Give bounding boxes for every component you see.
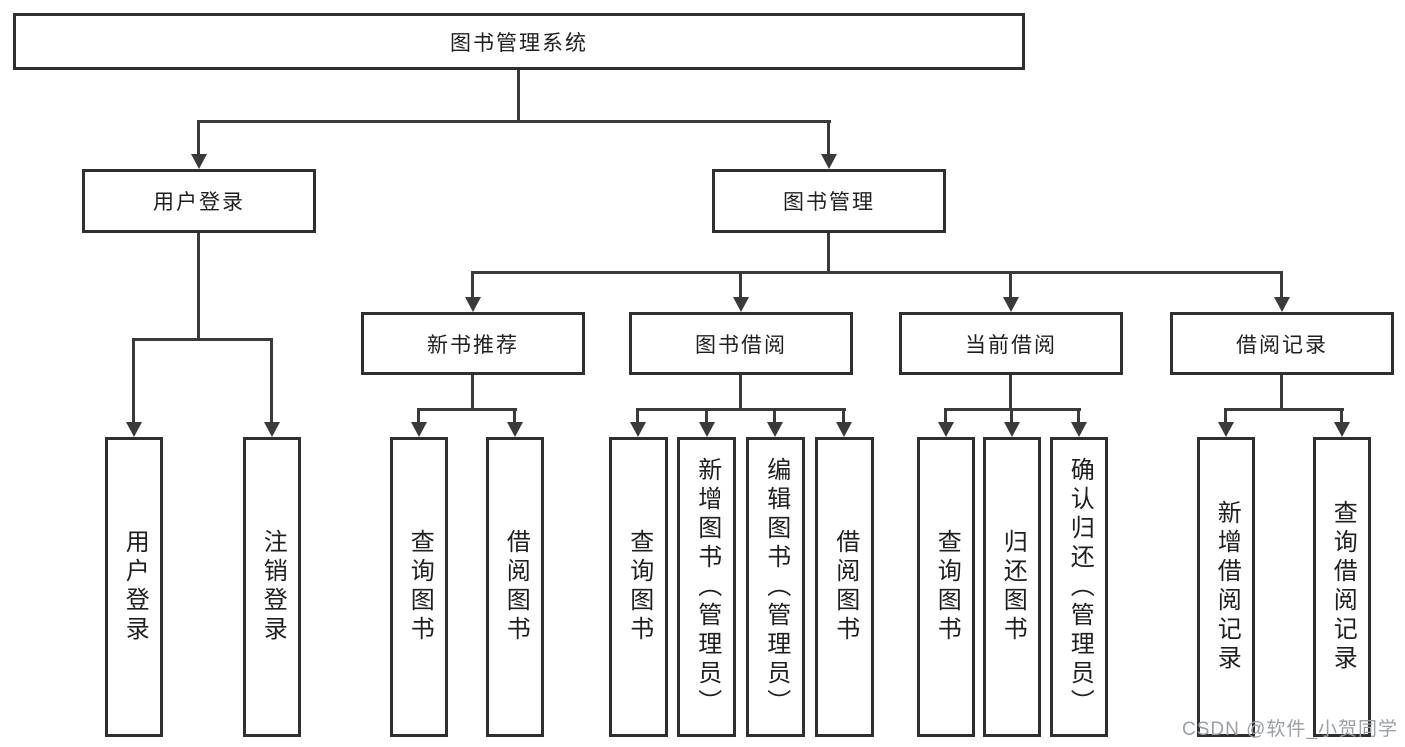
connector-line xyxy=(636,408,639,424)
connector-line xyxy=(705,408,708,424)
arrow-down-icon xyxy=(507,422,523,437)
node-label: 编辑图书（管理员） xyxy=(762,456,790,718)
node-new-book-recommend: 新书推荐 xyxy=(361,312,585,375)
connector-line xyxy=(1280,271,1283,299)
arrow-down-icon xyxy=(1004,422,1020,437)
node-book-borrowing: 图书借阅 xyxy=(629,312,853,375)
connector-line xyxy=(132,338,135,424)
arrow-down-icon xyxy=(1274,297,1290,312)
node-label: 确认归还（管理员） xyxy=(1066,456,1094,718)
leaf-current-confirm-return-admin: 确认归还（管理员） xyxy=(1050,437,1108,737)
connector-line xyxy=(842,408,845,424)
node-label: 用户登录 xyxy=(121,529,149,645)
arrow-down-icon xyxy=(191,154,207,169)
leaf-current-query-books: 查询图书 xyxy=(917,437,975,737)
connector-line xyxy=(132,338,273,341)
connector-line xyxy=(197,233,200,338)
connector-line xyxy=(197,120,831,123)
leaf-borrowing-query-books: 查询图书 xyxy=(609,437,668,737)
node-borrowing-records: 借阅记录 xyxy=(1170,312,1394,375)
arrow-down-icon xyxy=(411,422,427,437)
arrow-down-icon xyxy=(699,422,715,437)
connector-line xyxy=(1280,374,1283,408)
connector-line xyxy=(517,70,520,122)
connector-line xyxy=(270,338,273,424)
connector-line xyxy=(1009,374,1012,408)
node-label: 查询图书 xyxy=(406,529,434,645)
node-label: 注销登录 xyxy=(259,529,287,645)
arrow-down-icon xyxy=(1071,422,1087,437)
arrow-down-icon xyxy=(767,422,783,437)
leaf-logout: 注销登录 xyxy=(243,437,301,737)
leaf-records-add-record: 新增借阅记录 xyxy=(1197,437,1255,737)
connector-line xyxy=(1340,408,1343,424)
arrow-down-icon xyxy=(1003,297,1019,312)
leaf-recommend-query-books: 查询图书 xyxy=(390,437,448,737)
connector-line xyxy=(471,374,474,408)
connector-line xyxy=(471,271,1283,274)
node-label: 借阅图书 xyxy=(831,529,859,645)
connector-line xyxy=(1010,408,1013,424)
leaf-user-login: 用户登录 xyxy=(105,437,163,737)
arrow-down-icon xyxy=(465,297,481,312)
connector-line xyxy=(636,408,846,411)
node-user-login-branch: 用户登录 xyxy=(82,169,316,233)
node-book-management-branch: 图书管理 xyxy=(712,169,946,233)
connector-line xyxy=(827,120,830,156)
connector-line xyxy=(827,233,830,273)
leaf-current-return-books: 归还图书 xyxy=(983,437,1041,737)
arrow-down-icon xyxy=(264,422,280,437)
leaf-recommend-borrow-books: 借阅图书 xyxy=(486,437,544,737)
connector-line xyxy=(773,408,776,424)
arrow-down-icon xyxy=(821,154,837,169)
arrow-down-icon xyxy=(1334,422,1350,437)
arrow-down-icon xyxy=(938,422,954,437)
node-label: 图书管理 xyxy=(783,191,875,214)
node-label: 新增图书（管理员） xyxy=(693,456,721,718)
node-root-system: 图书管理系统 xyxy=(13,13,1025,70)
leaf-borrowing-edit-books-admin: 编辑图书（管理员） xyxy=(746,437,805,737)
arrow-down-icon xyxy=(836,422,852,437)
arrow-down-icon xyxy=(733,297,749,312)
node-label: 借阅图书 xyxy=(502,529,530,645)
connector-line xyxy=(739,271,742,299)
connector-line xyxy=(197,120,200,156)
connector-line xyxy=(739,374,742,408)
connector-line xyxy=(1009,271,1012,299)
node-current-borrowing: 当前借阅 xyxy=(899,312,1123,375)
node-label: 查询图书 xyxy=(625,529,653,645)
node-label: 借阅记录 xyxy=(1236,333,1328,357)
arrow-down-icon xyxy=(1218,422,1234,437)
node-label: 新书推荐 xyxy=(427,333,519,357)
connector-line xyxy=(513,408,516,424)
node-label: 图书借阅 xyxy=(695,333,787,357)
connector-line xyxy=(1077,408,1080,424)
connector-line xyxy=(944,408,947,424)
node-label: 查询图书 xyxy=(933,529,961,645)
connector-line xyxy=(417,408,517,411)
leaf-borrowing-borrow-books: 借阅图书 xyxy=(815,437,874,737)
csdn-watermark: CSDN @软件_小贺同学 xyxy=(1182,719,1398,740)
arrow-down-icon xyxy=(630,422,646,437)
connector-line xyxy=(1224,408,1344,411)
connector-line xyxy=(417,408,420,424)
node-label: 用户登录 xyxy=(153,191,245,214)
arrow-down-icon xyxy=(126,422,142,437)
leaf-records-query-record: 查询借阅记录 xyxy=(1313,437,1371,737)
node-label: 归还图书 xyxy=(999,529,1027,645)
connector-line xyxy=(471,271,474,299)
connector-line xyxy=(1224,408,1227,424)
node-label: 新增借阅记录 xyxy=(1213,500,1241,674)
node-label: 图书管理系统 xyxy=(450,31,588,55)
node-label: 当前借阅 xyxy=(965,333,1057,357)
node-label: 查询借阅记录 xyxy=(1329,500,1357,674)
leaf-borrowing-add-books-admin: 新增图书（管理员） xyxy=(677,437,736,737)
